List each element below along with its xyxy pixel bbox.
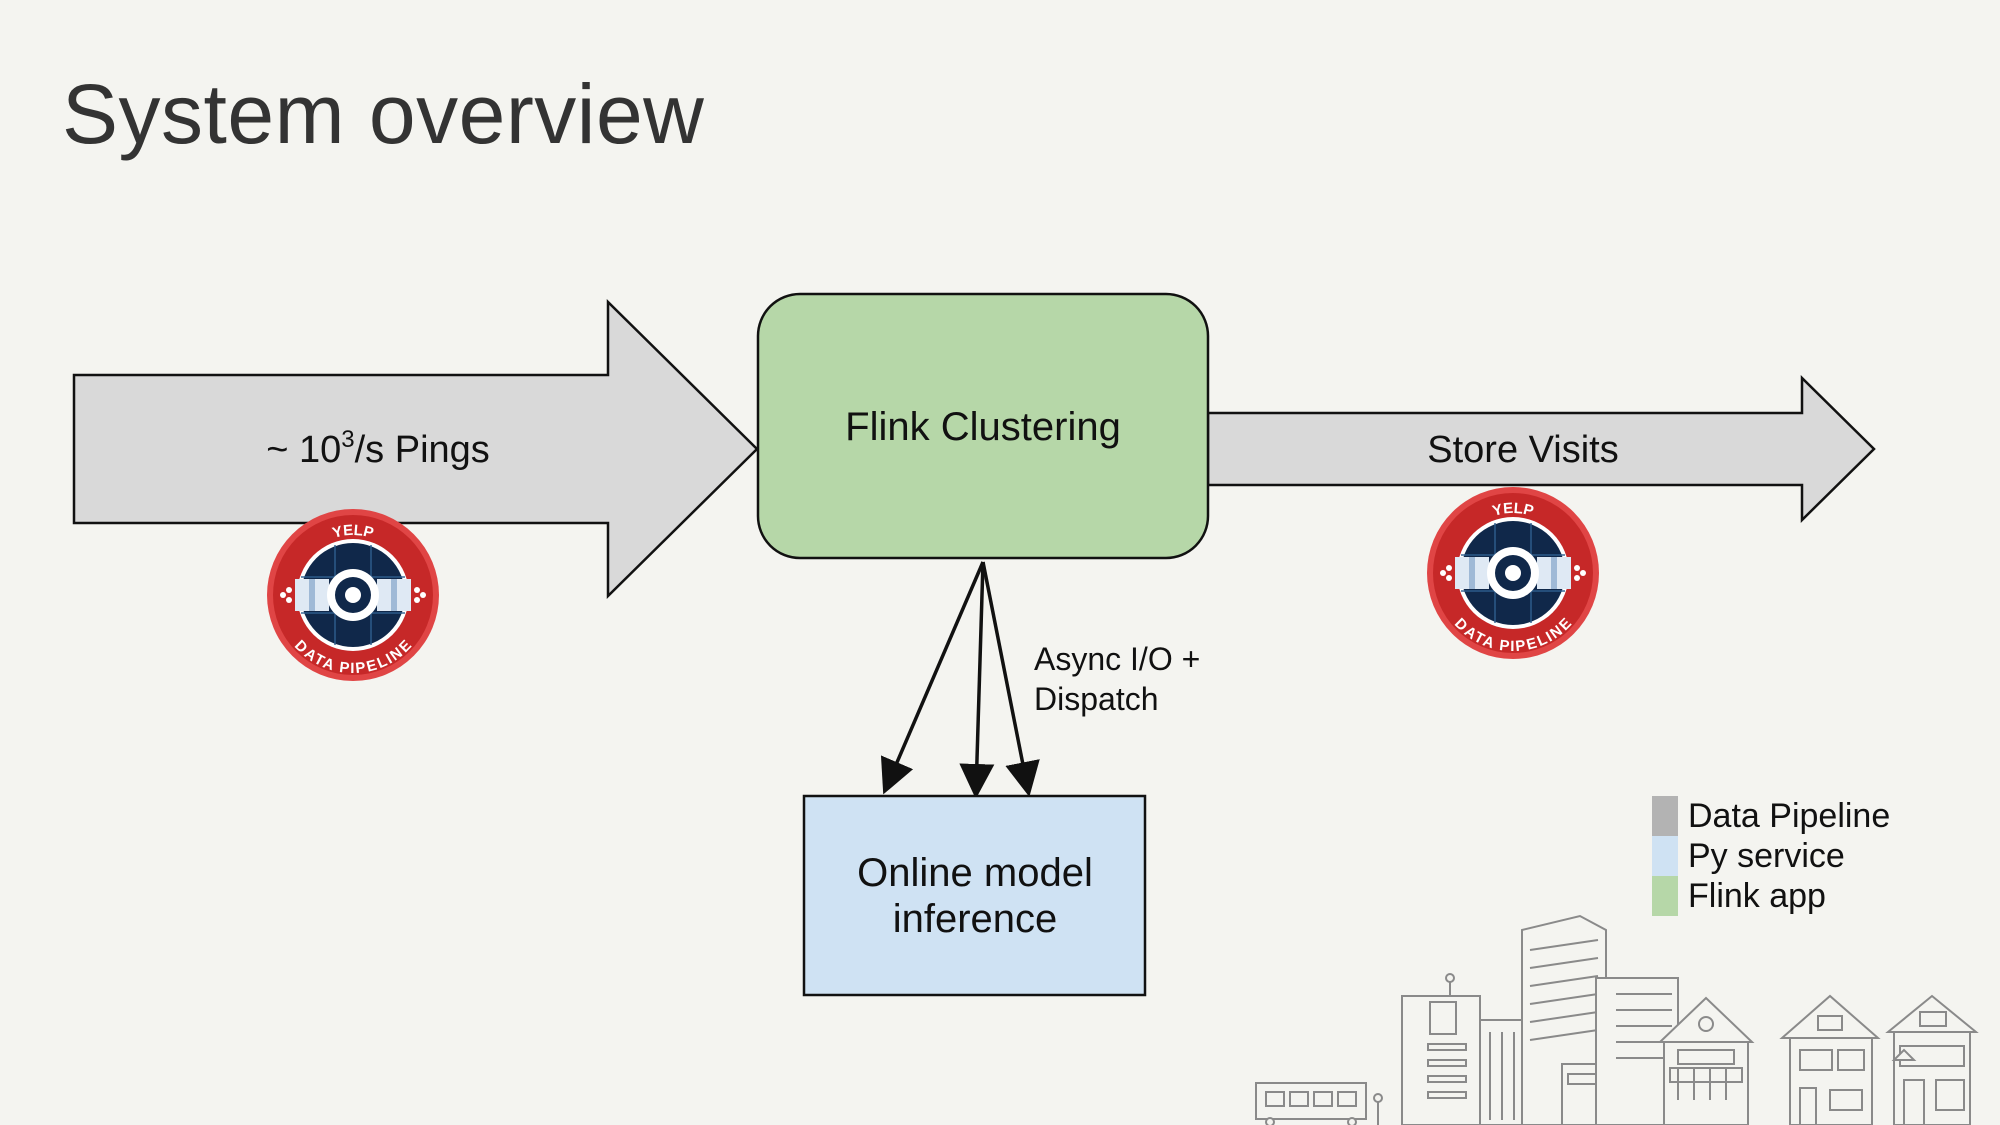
data-pipeline-badge-left: YELP DATA PIPELINE — [266, 508, 440, 682]
dispatch-arrow-middle — [959, 561, 995, 799]
legend-swatch-data-pipeline — [1652, 796, 1678, 836]
inference-label-line1: Online model — [857, 851, 1093, 895]
legend-item-py-service: Py service — [1652, 836, 1890, 876]
legend-item-flink-app: Flink app — [1652, 876, 1890, 916]
data-pipeline-badge-right: YELP DATA PIPELINE — [1426, 486, 1600, 660]
legend-item-data-pipeline: Data Pipeline — [1652, 796, 1890, 836]
flink-clustering-box — [756, 292, 1210, 560]
legend-label-flink-app: Flink app — [1688, 876, 1826, 915]
store-visits-label: Store Visits — [1427, 429, 1618, 471]
slide-title: System overview — [62, 67, 705, 161]
dispatch-arrow-left — [880, 561, 985, 795]
async-label-line1: Async I/O + — [1034, 641, 1200, 677]
legend-label-py-service: Py service — [1688, 836, 1845, 875]
flink-clustering-label: Flink Clustering — [845, 405, 1121, 449]
legend-swatch-flink-app — [1652, 876, 1678, 916]
legend: Data Pipeline Py service Flink app — [1652, 796, 1890, 916]
legend-swatch-py-service — [1652, 836, 1678, 876]
pings-arrow — [72, 299, 759, 599]
city-skyline-illustration — [1255, 914, 1979, 1125]
inference-label-line2: inference — [893, 897, 1058, 941]
dispatch-arrow-right — [981, 561, 1040, 797]
store-visits-arrow — [1206, 375, 1876, 523]
pings-label: ~ 103/s Pings — [266, 426, 490, 471]
online-inference-box — [802, 794, 1147, 997]
legend-label-data-pipeline: Data Pipeline — [1688, 796, 1891, 835]
async-label-line2: Dispatch — [1034, 681, 1159, 717]
